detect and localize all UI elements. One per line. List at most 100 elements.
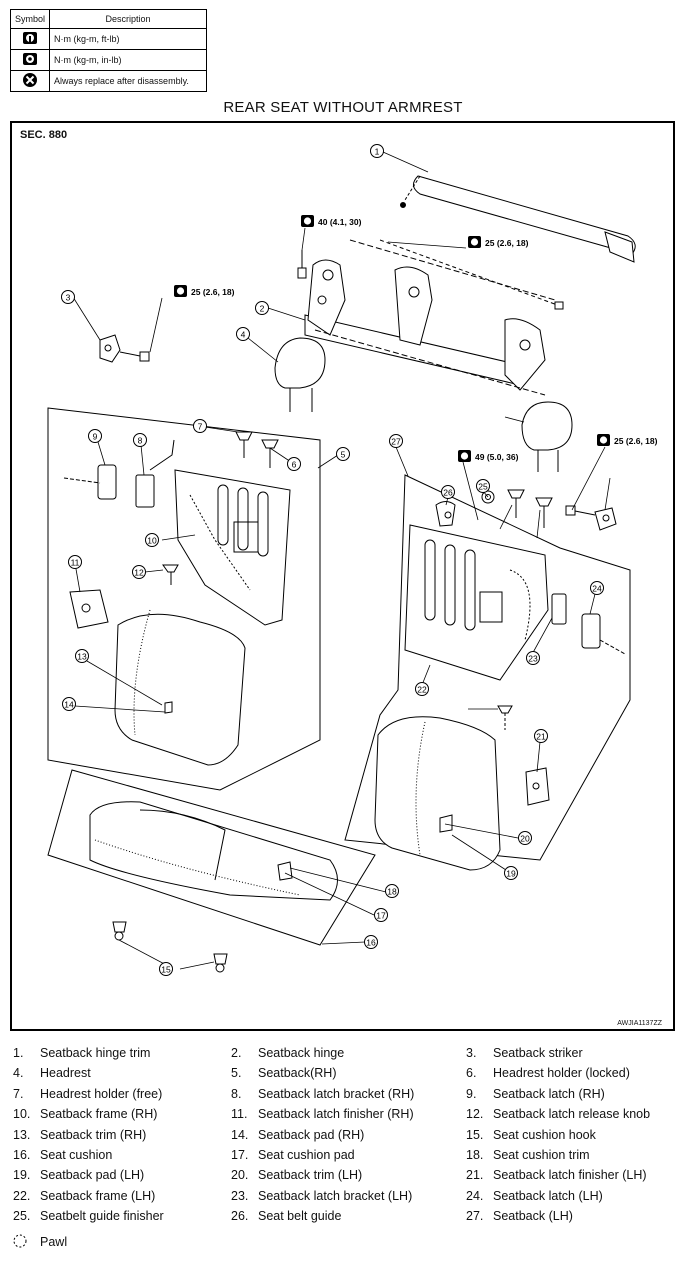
callout-1: 1 bbox=[370, 144, 384, 158]
seatback-rh-outline bbox=[47, 407, 321, 791]
seatback-frame-lh-part bbox=[404, 524, 549, 681]
always-replace-icon bbox=[9, 70, 51, 92]
part-name: Seatback frame (LH) bbox=[40, 1188, 156, 1203]
svg-text:2: 2 bbox=[260, 304, 265, 314]
part-number: 11. bbox=[231, 1107, 248, 1122]
part-name: Seatback pad (LH) bbox=[40, 1168, 145, 1183]
latch-release-knob-rh-part bbox=[162, 564, 179, 585]
callout-21: 21 bbox=[534, 729, 548, 743]
part-name: Seatback latch release knob bbox=[493, 1107, 651, 1122]
svg-text:10: 10 bbox=[147, 536, 157, 546]
part-name: Headrest holder (free) bbox=[40, 1086, 163, 1101]
callout-5: 5 bbox=[336, 447, 350, 461]
part-name: Seatbelt guide finisher bbox=[40, 1209, 164, 1224]
part-name: Seatback latch finisher (RH) bbox=[258, 1107, 414, 1122]
torque-callouts: 40 (4.1, 30) 25 (2.6, 18) 25 (2.6, 18) 2… bbox=[174, 215, 658, 462]
legend-row-desc: Always replace after disassembly. bbox=[49, 70, 207, 92]
svg-text:49 (5.0, 36): 49 (5.0, 36) bbox=[475, 452, 519, 462]
svg-text:25: 25 bbox=[478, 482, 488, 492]
callout-25: 25 bbox=[476, 479, 490, 493]
seatback-latch-finisher-rh-part bbox=[69, 589, 109, 629]
seat-cushion-part bbox=[47, 769, 376, 946]
pawl-icon bbox=[13, 1234, 27, 1251]
svg-text:3: 3 bbox=[66, 293, 71, 303]
svg-text:15: 15 bbox=[161, 965, 171, 975]
callout-leader-lines bbox=[72, 151, 611, 970]
svg-text:13: 13 bbox=[77, 652, 87, 662]
part-name: Seatback frame (RH) bbox=[40, 1107, 158, 1122]
callout-24: 24 bbox=[590, 581, 604, 595]
svg-text:6: 6 bbox=[292, 460, 297, 470]
callout-9: 9 bbox=[88, 429, 102, 443]
seatback-lh-outline bbox=[344, 474, 631, 861]
callout-8: 8 bbox=[133, 433, 147, 447]
torque-wrench-icon bbox=[9, 28, 51, 50]
torque-spec-25-top: 25 (2.6, 18) bbox=[468, 236, 529, 248]
part-number: 27. bbox=[466, 1209, 484, 1224]
part-number: 9. bbox=[466, 1086, 477, 1101]
torque-spec-25-left: 25 (2.6, 18) bbox=[174, 285, 235, 297]
headrest-lh-part bbox=[521, 401, 573, 472]
part-name: Seatback latch finisher (LH) bbox=[493, 1168, 647, 1183]
torque-spec-40: 40 (4.1, 30) bbox=[301, 215, 362, 227]
part-number: 23. bbox=[231, 1188, 249, 1203]
svg-text:14: 14 bbox=[64, 700, 74, 710]
figure-code: AWJIA1137ZZ bbox=[617, 1020, 662, 1027]
part-number: 2. bbox=[231, 1046, 242, 1060]
part-name: Seatback (LH) bbox=[493, 1209, 573, 1224]
part-number: 3. bbox=[466, 1046, 477, 1060]
part-number: 20. bbox=[231, 1168, 249, 1183]
part-name: Seatback latch (LH) bbox=[493, 1188, 603, 1203]
headrest-holders-rh-part bbox=[235, 431, 279, 468]
seatback-striker-lh-part bbox=[565, 505, 617, 531]
torque-spec-25-right: 25 (2.6, 18) bbox=[597, 434, 658, 446]
svg-text:12: 12 bbox=[134, 568, 144, 578]
svg-text:27: 27 bbox=[391, 437, 401, 447]
callout-17: 17 bbox=[374, 908, 388, 922]
part-number: 7. bbox=[13, 1086, 24, 1101]
part-name: Seatback striker bbox=[493, 1046, 583, 1060]
part-number: 22. bbox=[13, 1188, 31, 1203]
symbol-legend-table: Symbol Description N·m (kg-m, ft-lb) N·m… bbox=[9, 9, 207, 92]
part-name: Seatback latch bracket (RH) bbox=[258, 1086, 415, 1101]
part-number: 26. bbox=[231, 1209, 249, 1224]
part-name: Seatback pad (RH) bbox=[258, 1127, 365, 1142]
svg-text:11: 11 bbox=[71, 558, 80, 568]
svg-text:20: 20 bbox=[520, 834, 530, 844]
callout-2: 2 bbox=[255, 301, 269, 315]
callout-26: 26 bbox=[441, 485, 455, 499]
callout-19: 19 bbox=[504, 866, 518, 880]
callout-16: 16 bbox=[364, 935, 378, 949]
part-number: 16. bbox=[13, 1148, 31, 1162]
part-name: Seatback latch (RH) bbox=[493, 1086, 605, 1101]
section-label: SEC. 880 bbox=[20, 129, 68, 141]
part-number: 24. bbox=[466, 1188, 484, 1203]
part-number: 12. bbox=[466, 1107, 484, 1122]
svg-text:4: 4 bbox=[241, 330, 246, 340]
callout-3: 3 bbox=[61, 290, 75, 304]
part-name: Seatback trim (RH) bbox=[40, 1127, 147, 1142]
part-number: 13. bbox=[13, 1127, 31, 1142]
part-name: Seat cushion trim bbox=[493, 1148, 590, 1162]
svg-text:24: 24 bbox=[592, 584, 602, 594]
part-name: Seatback hinge trim bbox=[40, 1046, 151, 1060]
seatback-latch-lh-part bbox=[551, 593, 626, 655]
part-number: 21. bbox=[466, 1168, 484, 1183]
seatback-hinge-trim-part bbox=[400, 175, 636, 263]
seatback-latch-rh-part bbox=[63, 439, 175, 508]
part-name: Seatback(RH) bbox=[258, 1066, 337, 1081]
svg-text:19: 19 bbox=[506, 869, 516, 879]
part-name: Seat belt guide bbox=[258, 1209, 342, 1224]
svg-text:7: 7 bbox=[198, 422, 203, 432]
latch-release-knob-lh-part bbox=[497, 705, 513, 730]
callout-10: 10 bbox=[145, 533, 159, 547]
svg-text:16: 16 bbox=[366, 938, 376, 948]
part-name: Seat cushion bbox=[40, 1148, 113, 1162]
callout-14: 14 bbox=[62, 697, 76, 711]
callout-11: 11 bbox=[68, 555, 82, 569]
part-callouts: 1234567891011121314151617181920212223242… bbox=[61, 144, 604, 976]
seatback-striker-rh-part bbox=[99, 297, 163, 363]
part-name: Seatback trim (LH) bbox=[258, 1168, 363, 1183]
seatback-trim-lh-part bbox=[374, 716, 501, 871]
svg-text:1: 1 bbox=[375, 147, 380, 157]
